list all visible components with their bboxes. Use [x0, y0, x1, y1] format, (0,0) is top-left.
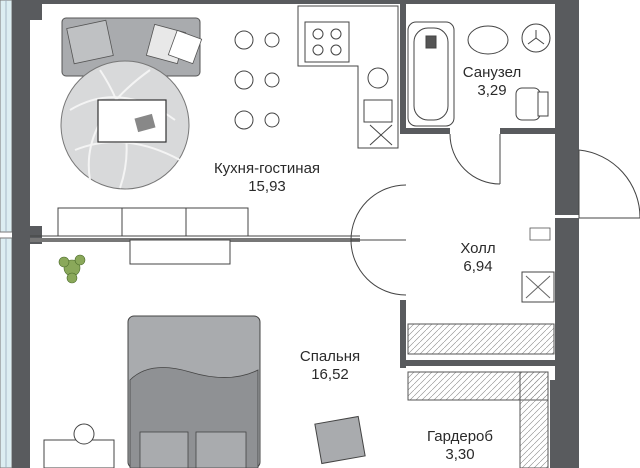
room-area: 6,94 — [463, 258, 493, 275]
kitchen-counter — [297, 5, 399, 149]
walls — [12, 0, 579, 468]
room-name: Кухня-гостиная — [213, 160, 321, 177]
sofa — [61, 17, 203, 77]
room-area: 16,52 — [311, 366, 349, 383]
hall-furniture — [521, 227, 555, 303]
room-label-wardrobe: Гардероб 3,30 — [412, 428, 508, 464]
room-name: Гардероб — [427, 428, 493, 445]
room-name: Холл — [460, 240, 496, 257]
entrance-door — [578, 149, 640, 219]
room-label-kitchen-living: Кухня-гостиная 15,93 — [192, 160, 342, 196]
room-name: Санузел — [462, 64, 522, 81]
room-label-hall: Холл 6,94 — [440, 240, 516, 276]
room-area: 3,30 — [445, 446, 475, 463]
room-label-bedroom: Спальня 16,52 — [290, 348, 370, 384]
rug — [60, 60, 190, 190]
living-shelf — [57, 207, 249, 265]
room-label-bathroom: Санузел 3,29 — [452, 64, 532, 100]
bed — [127, 315, 261, 468]
room-area: 3,29 — [477, 82, 507, 99]
wardrobe-shelving — [407, 323, 555, 468]
plant — [58, 254, 86, 284]
interior-doors — [350, 133, 501, 296]
room-name: Спальня — [299, 348, 361, 365]
bathroom-fixtures — [407, 21, 551, 127]
windows-left — [0, 0, 13, 468]
room-area: 15,93 — [248, 178, 286, 195]
bar-stools — [234, 30, 280, 130]
bedroom-desk — [43, 415, 366, 468]
